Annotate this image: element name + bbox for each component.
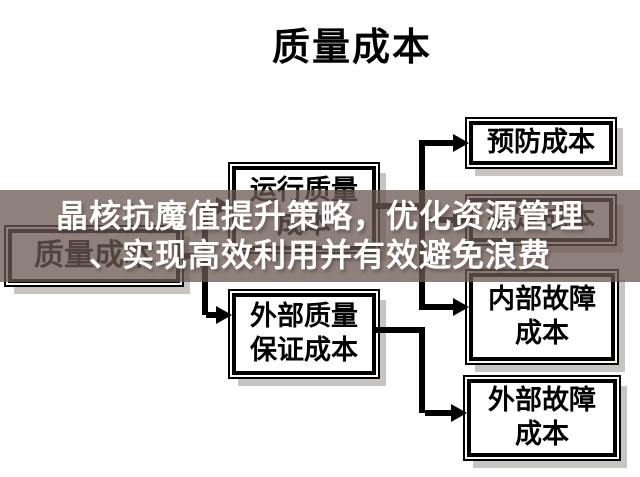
page-title: 质量成本 (271, 27, 432, 69)
node-external-failure-cost: 外部故障 成本 (467, 379, 617, 457)
connector-assurance-vertical (419, 327, 425, 413)
watermark-text-line2: 、实现高效利用并有效避免浪费 (88, 237, 551, 273)
arrowhead-to-assurance-icon (216, 306, 232, 324)
watermark-text-line1: 晶核抗魔值提升策略，优化资源管理 (55, 198, 584, 234)
node-label: 外部质量 (250, 301, 358, 332)
connector-to-assurance (206, 312, 218, 318)
connector-to-prevention (425, 140, 453, 146)
connector-to-external-failure (425, 410, 451, 416)
arrowhead-to-prevention-icon (453, 134, 469, 152)
node-label: 成本 (515, 318, 569, 348)
connector-to-internal-failure (425, 304, 453, 310)
node-label: 内部故障 (488, 284, 596, 315)
node-external-quality-assurance-cost: 外部质量 保证成本 (232, 293, 376, 375)
arrowhead-to-internal-failure-icon (453, 298, 469, 316)
watermark-overlay-banner: 晶核抗魔值提升策略，优化资源管理 、实现高效利用并有效避免浪费 (0, 190, 640, 282)
node-label: 成本 (515, 419, 569, 449)
connector-assurance-horizontal (376, 327, 424, 333)
arrowhead-to-external-failure-icon (451, 404, 467, 422)
node-label: 保证成本 (250, 335, 358, 365)
node-internal-failure-cost: 内部故障 成本 (469, 273, 615, 361)
node-label: 外部故障 (488, 385, 596, 416)
node-label: 预防成本 (487, 127, 595, 158)
node-prevention-cost: 预防成本 (469, 121, 613, 165)
